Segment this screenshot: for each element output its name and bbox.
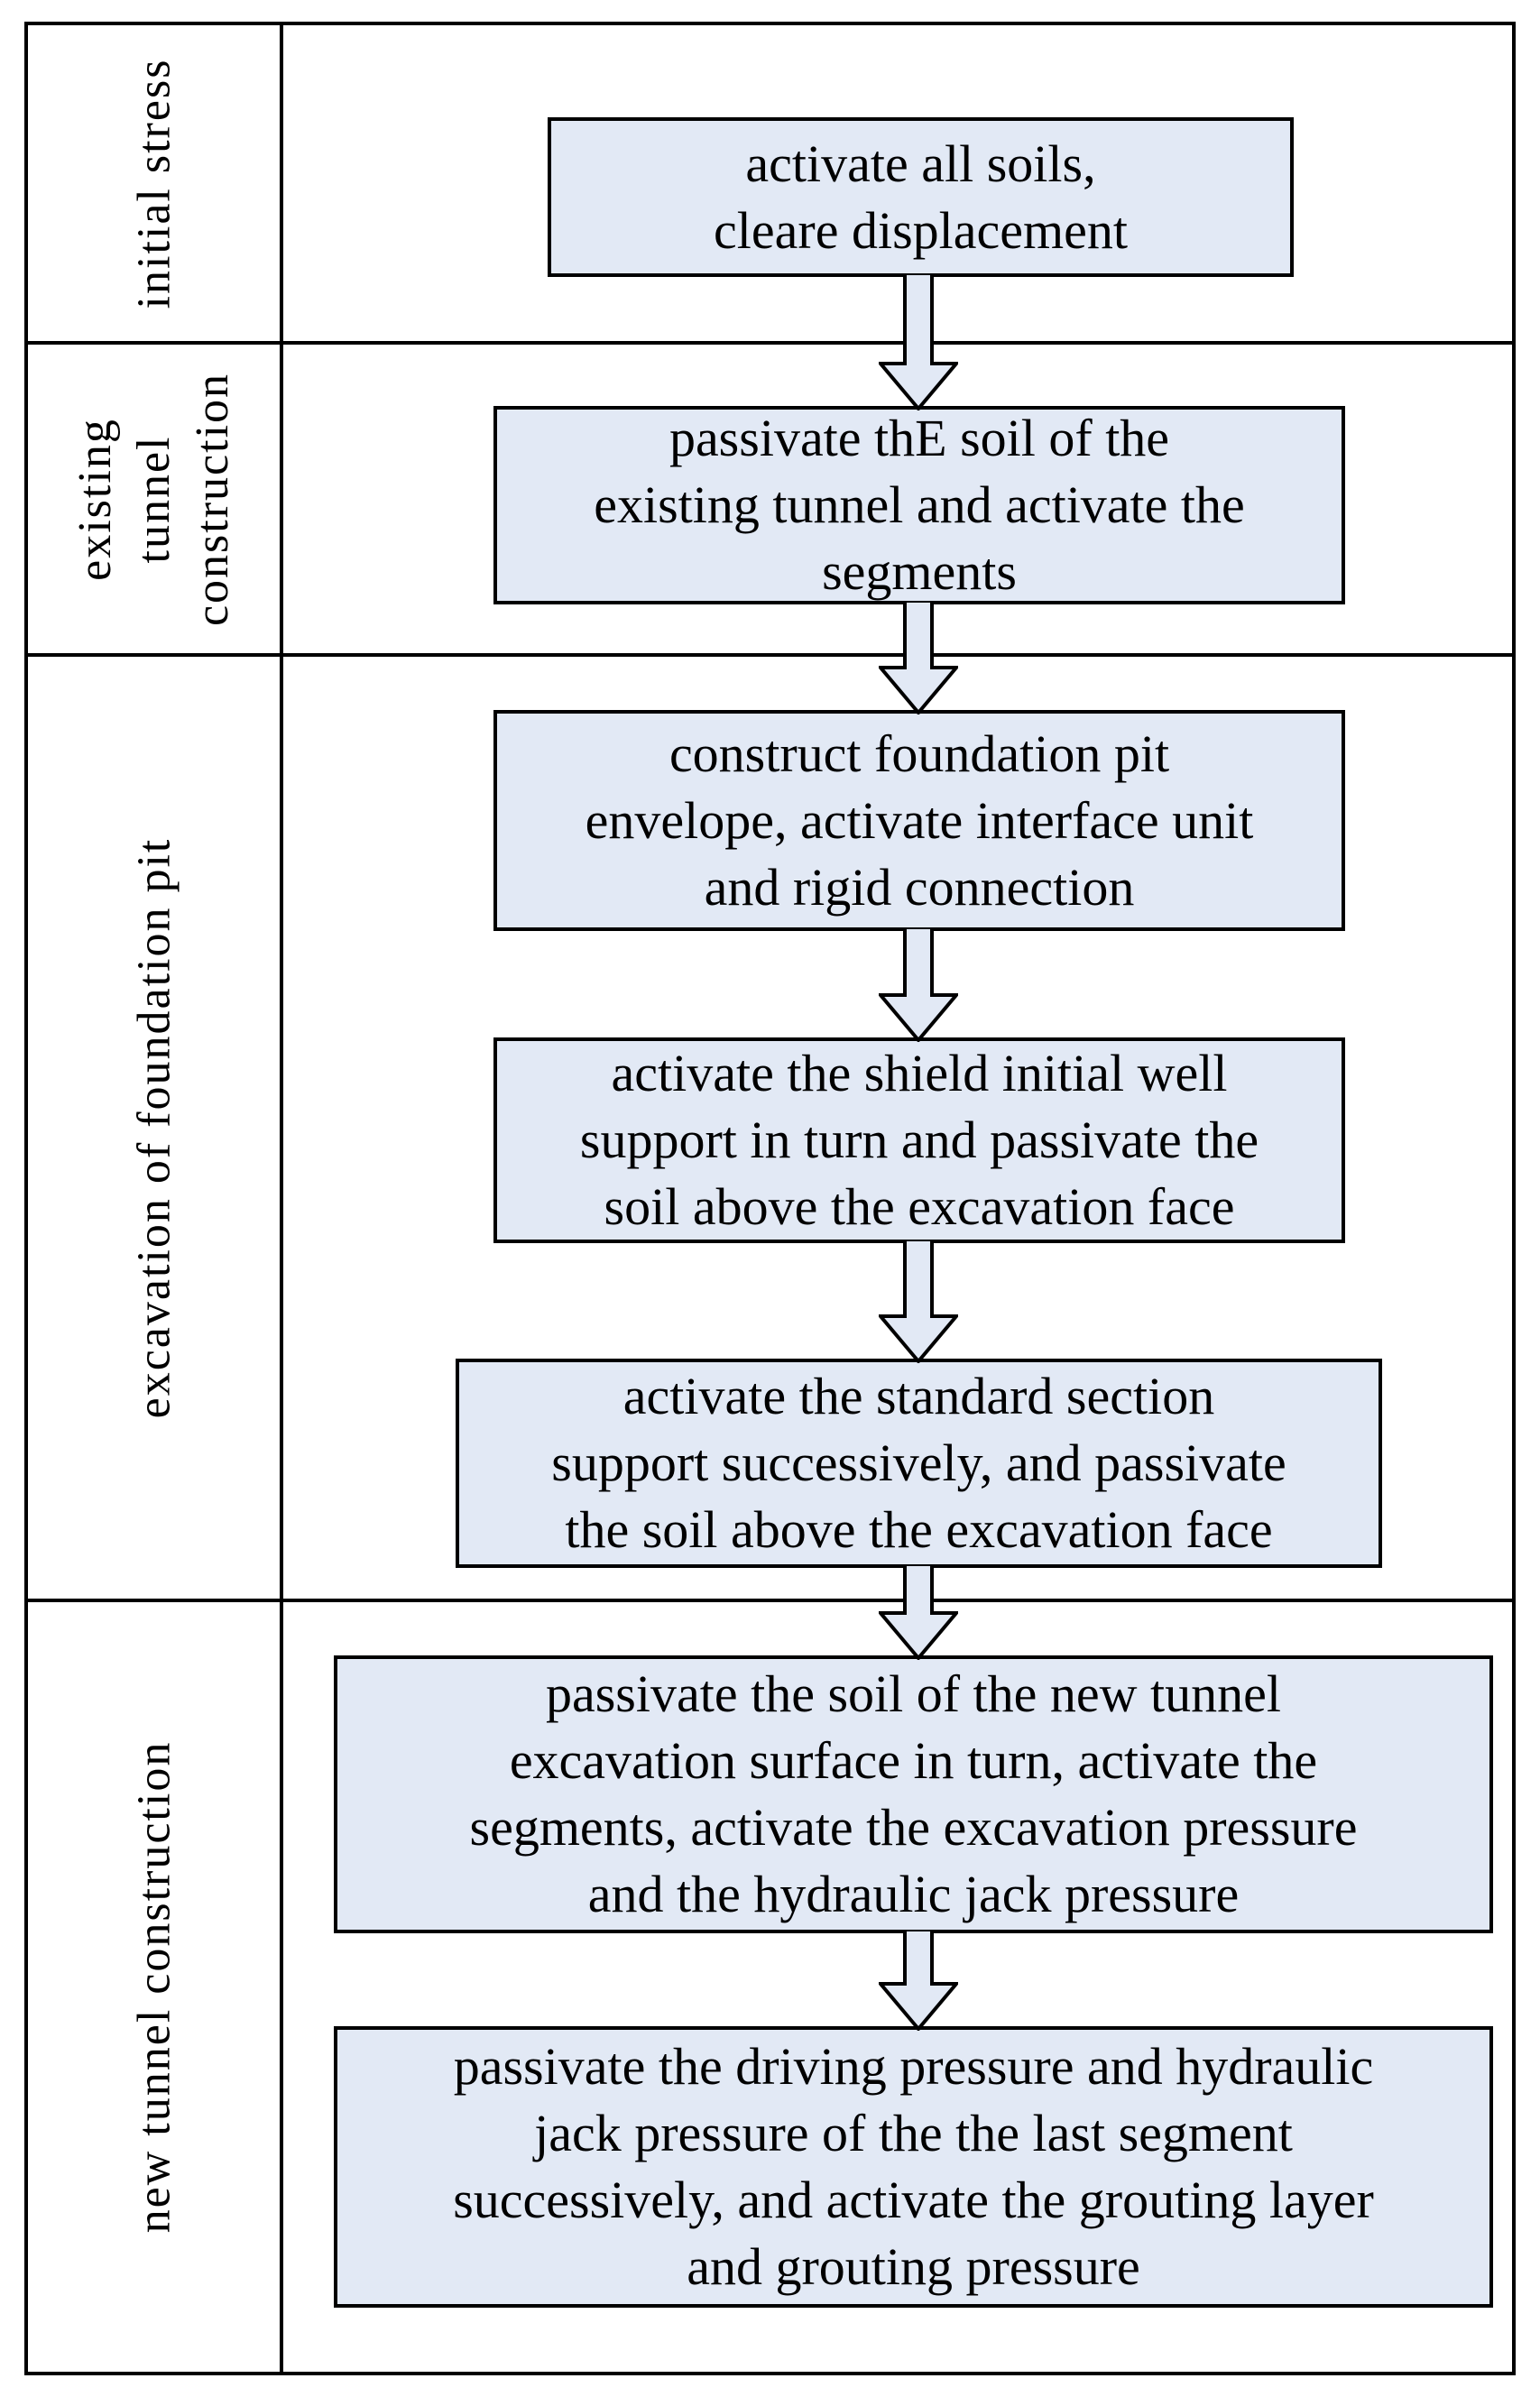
- label-column-divider: [280, 22, 283, 2375]
- flow-arrow-down-icon: [879, 273, 958, 410]
- flow-arrow-down-icon: [879, 1564, 958, 1660]
- flow-step-line: the soil above the excavation face: [565, 1500, 1273, 1559]
- flow-step-line: passivate the soil of the new tunnel: [545, 1664, 1282, 1723]
- flow-step-line: activate all soils,: [745, 134, 1096, 193]
- stage-label-line: construction: [187, 372, 238, 626]
- row-divider-3: [24, 1599, 1516, 1602]
- flow-step-line: passivate thE soil of the: [669, 409, 1170, 467]
- flow-step-line: jack pressure of the the last segment: [534, 2104, 1293, 2162]
- flow-arrow-down-icon: [879, 1240, 958, 1363]
- flow-step-line: and the hydraulic jack pressure: [587, 1865, 1240, 1923]
- stage-label-new-tunnel-construction: new tunnel construction: [28, 1602, 280, 2372]
- flow-step-box-new-tunnel-excavation: passivate the soil of the new tunnel exc…: [334, 1655, 1493, 1933]
- stage-label-line: new tunnel construction: [128, 1740, 180, 2234]
- flow-step-line: and rigid connection: [704, 857, 1135, 917]
- flow-step-line: support successively, and passivate: [551, 1433, 1286, 1492]
- flow-step-line: soil above the excavation face: [604, 1177, 1235, 1236]
- flow-step-line: passivate the driving pressure and hydra…: [453, 2037, 1374, 2096]
- flow-arrow-down-icon: [879, 601, 958, 714]
- stage-label-initial-stress: initial stress: [28, 25, 280, 341]
- flow-step-line: excavation surface in turn, activate the: [509, 1731, 1318, 1790]
- flow-step-line: segments: [822, 542, 1017, 601]
- stage-label-excavation-of-foundation-pit: excavation of foundation pit: [28, 657, 280, 1599]
- flow-step-box-standard-section-support: activate the standard section support su…: [456, 1359, 1382, 1568]
- flow-step-line: construct foundation pit: [669, 724, 1170, 783]
- stage-label-text: new tunnel construction: [124, 1741, 183, 2234]
- flow-step-line: activate the shield initial well: [611, 1044, 1228, 1102]
- stage-label-line: excavation of foundation pit: [128, 837, 180, 1418]
- row-divider-1: [24, 341, 1516, 345]
- flow-step-line: activate the standard section: [622, 1367, 1215, 1425]
- flow-arrow-down-icon: [879, 927, 958, 1042]
- flow-step-line: segments, activate the excavation pressu…: [469, 1798, 1358, 1857]
- flow-arrow-down-icon: [879, 1930, 958, 2031]
- flow-step-line: cleare displacement: [714, 200, 1128, 260]
- flow-step-box-construct-foundation-pit: construct foundation pit envelope, activ…: [493, 710, 1345, 931]
- stage-label-line: tunnel: [128, 435, 180, 563]
- flow-step-line: existing tunnel and activate the: [594, 475, 1245, 534]
- stage-label-text: initial stress: [124, 58, 183, 309]
- row-divider-2: [24, 653, 1516, 657]
- stage-label-line: existing: [69, 417, 121, 581]
- stage-label-existing-tunnel-construction: existing tunnel construction: [28, 345, 280, 653]
- flow-step-line: support in turn and passivate the: [579, 1111, 1259, 1169]
- stage-label-text: existing tunnel construction: [66, 372, 242, 625]
- flow-step-box-shield-initial-well: activate the shield initial well support…: [493, 1037, 1345, 1243]
- flow-step-box-passivate-existing-tunnel: passivate thE soil of the existing tunne…: [493, 406, 1345, 604]
- stage-label-text: excavation of foundation pit: [124, 837, 183, 1418]
- flow-step-line: successively, and activate the grouting …: [453, 2171, 1374, 2229]
- flow-step-box-activate-all-soils: activate all soils, cleare displacement: [548, 117, 1294, 277]
- flow-step-line: envelope, activate interface unit: [585, 790, 1254, 850]
- flow-step-line: and grouting pressure: [687, 2237, 1140, 2296]
- flow-step-box-grouting: passivate the driving pressure and hydra…: [334, 2026, 1493, 2308]
- stage-label-line: initial stress: [128, 58, 180, 309]
